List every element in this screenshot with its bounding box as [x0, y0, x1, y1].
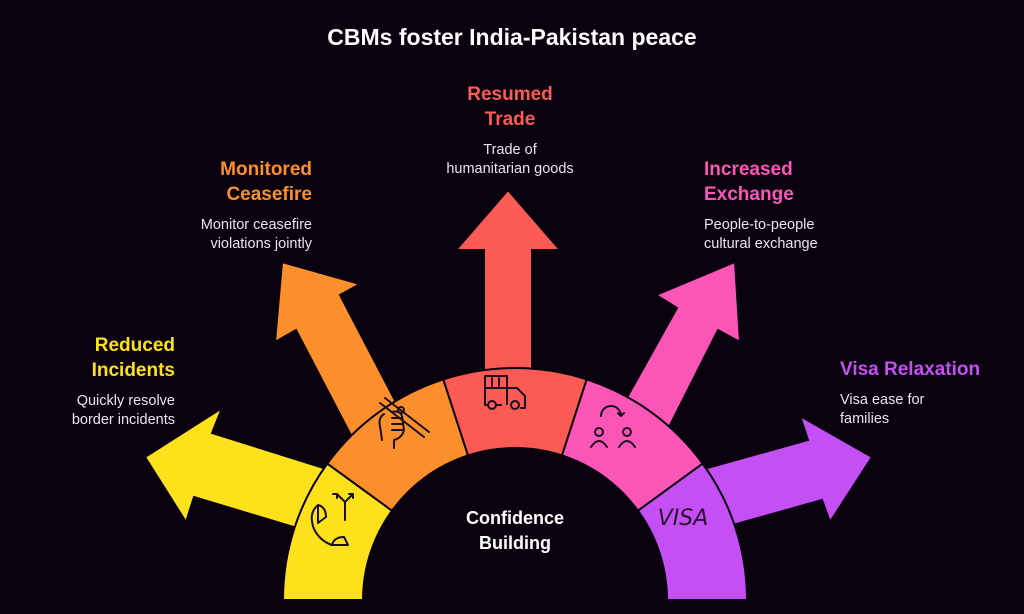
segment-resumed-trade [442, 367, 588, 457]
core-label: Confidence Building [465, 508, 564, 553]
visa-icon: VISA [658, 506, 709, 531]
arrow-monitored-ceasefire [273, 260, 402, 447]
delivery-truck-icon [484, 375, 526, 410]
hand-holding-sticks-icon [378, 397, 430, 449]
heading: Visa Relaxation [840, 359, 981, 380]
people-exchange-icon [590, 405, 636, 448]
arrow-reduced-incidents [143, 405, 332, 534]
arrow-resumed-trade [453, 188, 563, 381]
page-title: CBMs foster India-Pakistan peace [327, 24, 697, 50]
phone-split-icon [310, 493, 354, 546]
